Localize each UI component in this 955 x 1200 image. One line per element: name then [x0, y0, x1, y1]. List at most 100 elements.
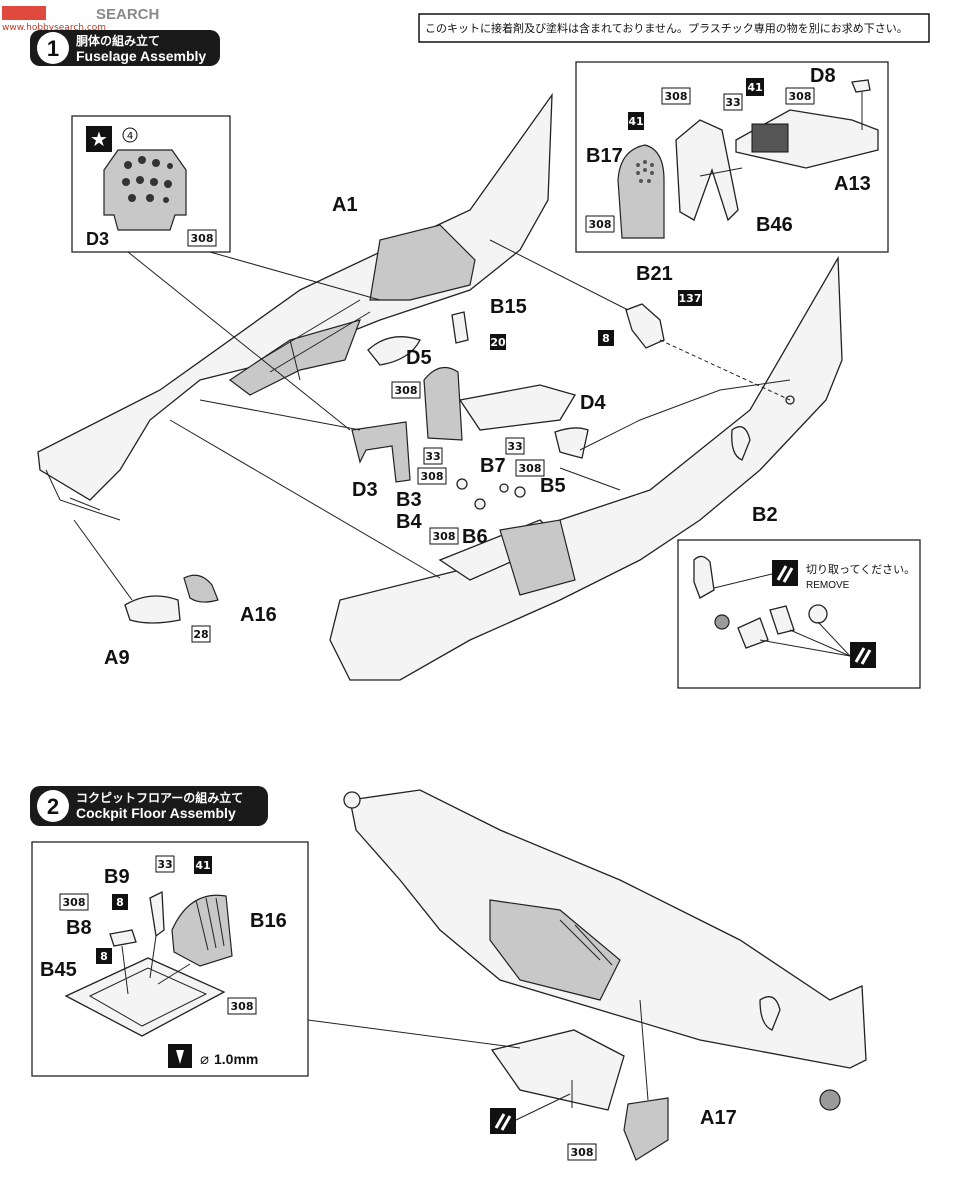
- drill-size: 1.0mm: [214, 1051, 258, 1067]
- gunsight-B21: [625, 303, 665, 349]
- svg-text:41: 41: [628, 115, 643, 128]
- svg-text:41: 41: [195, 859, 210, 872]
- paint-code-308-d3: 308: [187, 229, 217, 247]
- step1-small-parts: B15 20 D5 308 D3 D4 33 308 B3 B4 308: [351, 263, 702, 548]
- label-B9: B9: [104, 866, 130, 888]
- seat-cushion-B17: [617, 144, 665, 239]
- fuselage-right-half-B2: B2: [329, 255, 843, 681]
- svg-text:41: 41: [747, 81, 762, 94]
- svg-text:308: 308: [571, 1146, 594, 1159]
- svg-text:308: 308: [63, 896, 86, 909]
- cockpit-floor-inset: B9 B8 B16 B45 33 41 308 8 8 308 ⌀: [31, 841, 309, 1077]
- label-B46: B46: [756, 214, 793, 236]
- svg-text:308: 308: [789, 90, 812, 103]
- step2-title-en: Cockpit Floor Assembly: [76, 805, 236, 821]
- label-D4: D4: [580, 392, 606, 414]
- seat-back-part: [423, 366, 463, 441]
- paint-code-8-b9: 8: [112, 894, 128, 910]
- label-B4: B4: [396, 511, 422, 533]
- watermark-logo: [2, 6, 46, 20]
- fuselage-left-half-A1: A1: [37, 92, 553, 521]
- label-A17: A17: [700, 1107, 737, 1129]
- svg-text:33: 33: [157, 858, 172, 871]
- label-D3: D3: [86, 229, 109, 249]
- paint-code-28: 28: [191, 625, 211, 643]
- pedal-B8: [109, 929, 137, 947]
- step1-header: 1 胴体の組み立て Fuselage Assembly: [30, 30, 220, 66]
- paint-code-33-a13: 33: [723, 93, 743, 111]
- svg-text:20: 20: [490, 336, 506, 349]
- svg-text:8: 8: [602, 332, 610, 345]
- seat-B16: [171, 894, 233, 967]
- svg-text:308: 308: [665, 90, 688, 103]
- svg-text:28: 28: [193, 628, 208, 641]
- paint-code-308-b8: 308: [59, 893, 89, 911]
- label-B17: B17: [586, 145, 623, 167]
- paint-code-41-b17: 41: [628, 112, 644, 130]
- watermark-site: www.hobbysearch.com: [2, 23, 106, 33]
- label-D8: D8: [810, 65, 836, 87]
- paint-code-308-b45: 308: [227, 997, 257, 1015]
- svg-text:33: 33: [425, 450, 440, 463]
- part-D8: [851, 79, 871, 93]
- part-D5: [367, 336, 421, 366]
- paint-code-308-b17: 308: [585, 215, 615, 233]
- label-B7: B7: [480, 455, 506, 477]
- seat-frame-B46: [675, 119, 739, 222]
- bottle-B15: [451, 311, 469, 344]
- floor-assembly-target: [490, 1029, 625, 1111]
- instrument-panel-part: [103, 149, 187, 231]
- part-A17: [623, 1097, 669, 1161]
- step2-fuselage: A17 308: [307, 789, 867, 1161]
- paint-code-20: 20: [490, 334, 506, 350]
- decal-marker: 4: [127, 131, 133, 142]
- star-icon: ★: [90, 127, 108, 151]
- step2-number: 2: [47, 794, 59, 819]
- label-B16: B16: [250, 910, 287, 932]
- floor-B45: [64, 957, 226, 1037]
- paint-code-308-seatback: 308: [391, 381, 421, 399]
- label-A1: A1: [332, 194, 358, 216]
- paint-code-8-b8: 8: [96, 948, 112, 964]
- paint-code-308-b6: 308: [429, 527, 459, 545]
- paint-code-41-b16: 41: [194, 856, 212, 874]
- stick-B9: [149, 890, 165, 938]
- label-D5: D5: [406, 347, 432, 369]
- step2-title-jp: コクピットフロアーの組み立て: [76, 790, 243, 805]
- step1-number: 1: [47, 36, 59, 61]
- svg-text:308: 308: [421, 470, 444, 483]
- paint-code-33-b9: 33: [155, 855, 175, 873]
- part-A16: [183, 574, 219, 603]
- label-D3b: D3: [352, 479, 378, 501]
- label-B21: B21: [636, 263, 673, 285]
- svg-text:308: 308: [589, 218, 612, 231]
- paint-code-308-b46: 308: [661, 87, 691, 105]
- step1-guide-lines: [73, 239, 791, 601]
- paint-code-33-b7: 33: [505, 437, 525, 455]
- paint-code-41-a13: 41: [746, 78, 764, 96]
- remove-note-en: REMOVE: [806, 580, 850, 591]
- seat-inset: B17 A13 D8 B46 41 308 308 33 41 308: [575, 61, 889, 253]
- paint-code-308-a13: 308: [785, 87, 815, 105]
- watermark: SEARCH www.hobbysearch.com: [2, 6, 159, 33]
- part-D4: [554, 427, 589, 459]
- svg-text:308: 308: [191, 232, 214, 245]
- svg-text:308: 308: [433, 530, 456, 543]
- svg-text:8: 8: [116, 896, 124, 909]
- label-B3: B3: [396, 489, 422, 511]
- label-A9: A9: [104, 647, 130, 669]
- svg-text:308: 308: [395, 384, 418, 397]
- step1-title-jp: 胴体の組み立て: [76, 33, 160, 48]
- svg-text:137: 137: [679, 292, 702, 305]
- svg-text:308: 308: [231, 1000, 254, 1013]
- svg-text:⌀: ⌀: [200, 1050, 209, 1068]
- svg-text:308: 308: [519, 462, 542, 475]
- label-B6: B6: [462, 526, 488, 548]
- label-A13: A13: [834, 173, 871, 195]
- step2-header: 2 コクピットフロアーの組み立て Cockpit Floor Assembly: [30, 786, 268, 826]
- paint-code-33-b3: 33: [423, 447, 443, 465]
- step1-title-en: Fuselage Assembly: [76, 48, 206, 64]
- label-B8: B8: [66, 917, 92, 939]
- paint-code-137: 137: [678, 290, 702, 306]
